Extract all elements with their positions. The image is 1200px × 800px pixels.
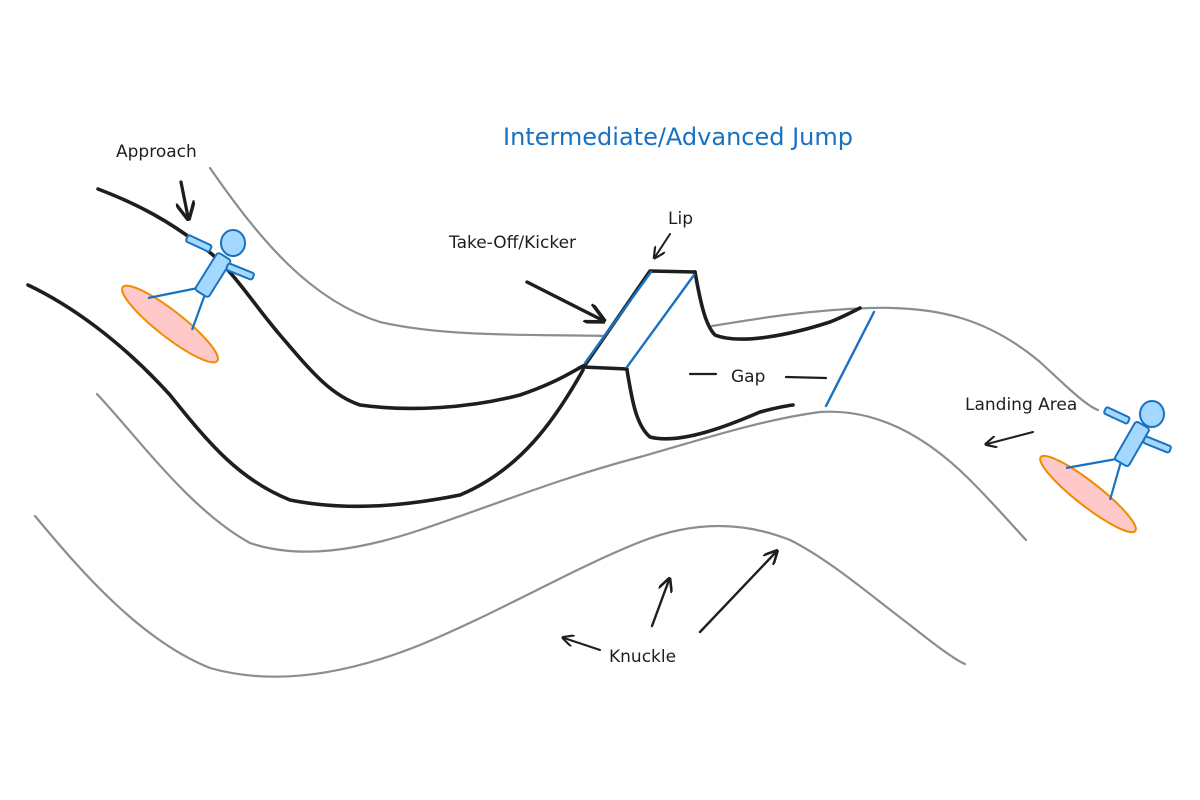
snowboarder-icon [1039, 400, 1172, 534]
gap-dash-right [784, 375, 828, 380]
rider-torso [194, 252, 232, 298]
snowboarder-icon [121, 229, 255, 364]
snowboard-icon [1039, 454, 1137, 534]
middle-snow-line [95, 392, 1028, 553]
kicker-trailing-edge [625, 273, 696, 369]
landing-label: Landing Area [965, 395, 1077, 415]
rider-arm [1103, 406, 1131, 425]
landing-arrow [987, 431, 1034, 444]
knuckle-arrow-right [698, 552, 776, 634]
rider-arm [1142, 435, 1172, 454]
landing-edge [824, 310, 876, 408]
diagram-title: Intermediate/Advanced Jump [503, 123, 853, 151]
annotation-arrows [181, 180, 1034, 651]
rider-arm [225, 262, 255, 281]
approach-lower-edge [26, 283, 585, 509]
takeoff-label: Take-Off/Kicker [448, 233, 576, 253]
knuckle-arrow-left [564, 638, 601, 651]
rider-head [1139, 400, 1165, 428]
knuckle-label: Knuckle [609, 647, 676, 667]
rider-arm [185, 234, 213, 253]
snow-surface-lines [33, 166, 1100, 678]
rider-head [220, 229, 246, 257]
rider-leg [1065, 456, 1123, 470]
rider-torso [1114, 421, 1150, 467]
knuckle-arrow-up [650, 580, 669, 628]
lip-drop-lower [625, 368, 795, 441]
structure-edges [583, 270, 876, 408]
snowboard-icon [121, 284, 219, 364]
lip-arrow [655, 233, 671, 257]
approach-upper-edge [96, 187, 585, 411]
gap-dashes [688, 372, 828, 380]
gap-label: Gap [731, 367, 765, 387]
upper-snow-line [208, 166, 607, 338]
lip-label: Lip [668, 209, 693, 229]
approach-arrow [181, 180, 188, 217]
lower-snow-line [33, 514, 967, 678]
diagram-labels: Intermediate/Advanced Jump Approach Take… [116, 123, 1077, 667]
kicker-leading-edge [583, 270, 653, 365]
kicker-top [581, 365, 629, 371]
rider-leg [1108, 457, 1124, 501]
takeoff-arrow [525, 280, 602, 320]
lip-drop-upper [693, 270, 862, 341]
upper-right-snow-line [710, 306, 1100, 412]
approach-label: Approach [116, 142, 197, 162]
